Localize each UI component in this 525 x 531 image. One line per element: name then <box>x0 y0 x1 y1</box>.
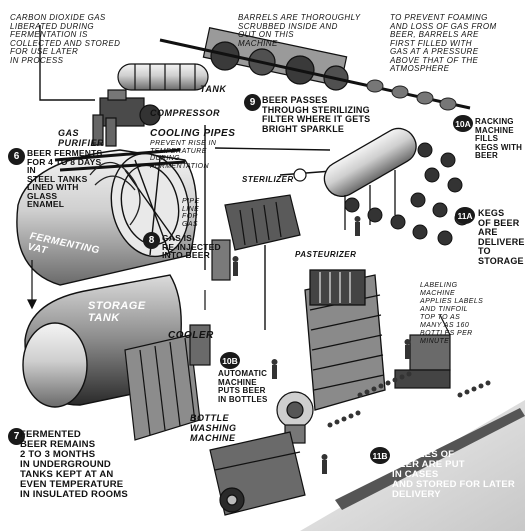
bottle-washing-machine <box>209 431 306 516</box>
barrel-rail <box>366 79 457 111</box>
bottle-filler <box>276 391 314 444</box>
label-gas-purifier: GAS PURIFIER <box>58 128 105 148</box>
pipe-caption: PIPE LINE FOR GAS <box>182 198 200 228</box>
step-11a-text: KEGS OF BEER ARE DELIVERED TO STORAGE <box>478 208 525 266</box>
racking-machine <box>323 127 417 230</box>
step-6-badge: 6 <box>8 148 25 165</box>
cooling-pipes <box>89 161 141 226</box>
label-cooling-pipes: COOLING PIPES <box>150 128 236 139</box>
gas-pipes <box>39 25 346 330</box>
cooling-caption: PREVENT RISE IN TEMPERATURE DURING FERME… <box>150 140 217 170</box>
label-pasteurizer: PASTEURIZER <box>295 250 357 259</box>
fermenting-vat <box>16 148 198 286</box>
step-11a-badge: 11A <box>455 207 475 224</box>
step-11b-badge: 11B <box>370 447 390 464</box>
step-10a-text: RACKING MACHINE FILLS KEGS WITH BEER <box>475 117 523 160</box>
barrels-scrubbed-caption: BARRELS ARE THOROUGHLY SCRUBBED INSIDE A… <box>238 13 361 48</box>
pasteurizer <box>304 269 386 411</box>
bottle-rows <box>327 371 491 428</box>
co2-tank <box>117 63 209 91</box>
label-sterilizer: STERILIZER <box>242 175 294 184</box>
step-10b-badge: 10B <box>220 352 240 369</box>
label-storage-tank: STORAGE TANK <box>88 300 146 324</box>
label-tank: TANK <box>200 84 227 94</box>
step-10a-badge: 10A <box>453 115 473 132</box>
workers <box>232 216 411 474</box>
label-cooler: COOLER <box>168 330 214 341</box>
compressor <box>99 89 161 127</box>
label-compressor: COMPRESSOR <box>150 108 221 118</box>
step-6-text: BEER FERMENTS for 4 to 8 DAYS IN STEEL T… <box>27 148 103 209</box>
step-10b-text: AUTOMATIC MACHINE PUTS BEER IN BOTTLES <box>218 369 268 404</box>
kegs <box>344 142 470 246</box>
step-7-text: FERMENTED BEER REMAINS 2 to 3 MONTHS IN … <box>20 429 128 500</box>
step-7-badge: 7 <box>8 428 25 445</box>
step-8-badge: 8 <box>143 232 160 249</box>
labeling-caption: LABELING MACHINE APPLIES LABELS AND TINF… <box>420 282 484 345</box>
conveyor-belt <box>335 408 525 510</box>
co2-caption: CARBON DIOXIDE GAS LIBERATED DURING FERM… <box>10 13 121 65</box>
foaming-caption: TO PREVENT FOAMING AND LOSS OF GAS FROM … <box>390 13 497 73</box>
sterilizer <box>211 168 307 281</box>
flow-arrows <box>27 260 206 310</box>
step-8-text: GAS IS RE-INJECTED INTO BEER <box>162 233 221 260</box>
gas-purifier <box>92 114 117 147</box>
step-9-badge: 9 <box>244 94 261 111</box>
cooler <box>124 324 211 441</box>
step-9-text: BEER PASSES THROUGH STERILIZING FILTER W… <box>262 95 371 134</box>
label-bottle-washing: BOTTLE WASHING MACHINE <box>190 413 237 443</box>
step-11b-text: BOTTLES OF BEER ARE PUT IN CASES AND STO… <box>392 449 515 500</box>
